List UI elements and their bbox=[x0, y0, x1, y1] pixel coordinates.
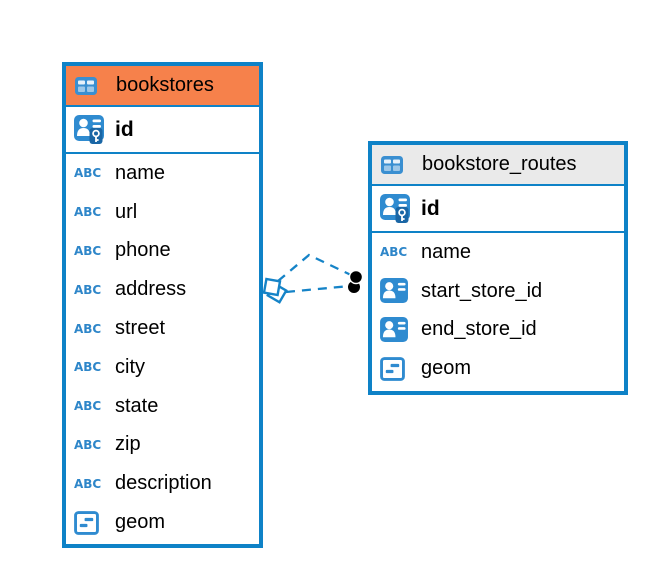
diamond-marker bbox=[262, 277, 288, 304]
reference-type-icon bbox=[380, 278, 413, 304]
reference-type-icon bbox=[380, 316, 413, 343]
table-title: bookstore_routes bbox=[422, 153, 577, 175]
column-name: name bbox=[115, 161, 166, 184]
column-row[interactable]: geom bbox=[372, 349, 624, 389]
column-row[interactable]: description bbox=[66, 464, 259, 504]
column-row[interactable]: state bbox=[66, 386, 259, 426]
column-row[interactable]: end_store_id bbox=[372, 310, 624, 350]
column-name: end_store_id bbox=[421, 318, 537, 341]
column-row[interactable]: city bbox=[66, 347, 259, 387]
primary-key-icon bbox=[380, 193, 413, 224]
column-name: state bbox=[115, 394, 159, 417]
text-type-icon bbox=[74, 323, 107, 335]
column-row[interactable]: name bbox=[66, 154, 259, 193]
column-name: geom bbox=[421, 357, 472, 380]
primary-key-icon bbox=[74, 114, 107, 145]
column-name: name bbox=[421, 240, 472, 263]
column-name: id bbox=[421, 196, 440, 220]
relationship-line bbox=[277, 253, 352, 282]
column-row[interactable]: zip bbox=[66, 425, 259, 465]
table-header[interactable]: bookstore_routes bbox=[372, 145, 624, 186]
text-type-icon bbox=[74, 439, 107, 451]
column-row[interactable]: street bbox=[66, 309, 259, 348]
column-row[interactable]: phone bbox=[66, 231, 259, 271]
column-row[interactable]: url bbox=[66, 192, 259, 232]
text-type-icon bbox=[74, 400, 107, 412]
column-name: start_store_id bbox=[421, 279, 543, 302]
column-name: id bbox=[115, 117, 134, 141]
column-name: city bbox=[115, 355, 145, 378]
column-row[interactable]: address bbox=[66, 270, 259, 310]
geometry-type-icon bbox=[380, 356, 413, 381]
text-type-icon bbox=[74, 284, 107, 296]
text-type-icon bbox=[74, 361, 107, 373]
column-name: zip bbox=[115, 433, 141, 456]
primary-key-row[interactable]: id bbox=[66, 107, 259, 154]
geometry-type-icon bbox=[74, 510, 107, 535]
table-icon bbox=[380, 155, 413, 175]
column-name: phone bbox=[115, 239, 171, 262]
column-row[interactable]: start_store_id bbox=[372, 271, 624, 311]
column-name: description bbox=[115, 472, 212, 495]
column-name: url bbox=[115, 200, 138, 223]
dot-marker bbox=[348, 269, 364, 293]
primary-key-row[interactable]: id bbox=[372, 186, 624, 233]
relationship-line bbox=[285, 284, 351, 294]
table-title: bookstores bbox=[116, 74, 214, 96]
entity-table-bookstore-routes[interactable]: bookstore_routes id name bbox=[368, 141, 628, 395]
text-type-icon bbox=[74, 478, 107, 490]
column-row[interactable]: geom bbox=[66, 503, 259, 542]
column-name: address bbox=[115, 278, 187, 301]
table-icon bbox=[74, 76, 107, 96]
text-type-icon bbox=[74, 167, 107, 179]
column-name: street bbox=[115, 317, 166, 340]
table-header[interactable]: bookstores bbox=[66, 66, 259, 107]
text-type-icon bbox=[74, 245, 107, 257]
text-type-icon bbox=[74, 206, 107, 218]
column-name: geom bbox=[115, 511, 166, 534]
column-row[interactable]: name bbox=[372, 233, 624, 272]
text-type-icon bbox=[380, 246, 413, 258]
entity-table-bookstores[interactable]: bookstores id name bbox=[62, 62, 263, 548]
